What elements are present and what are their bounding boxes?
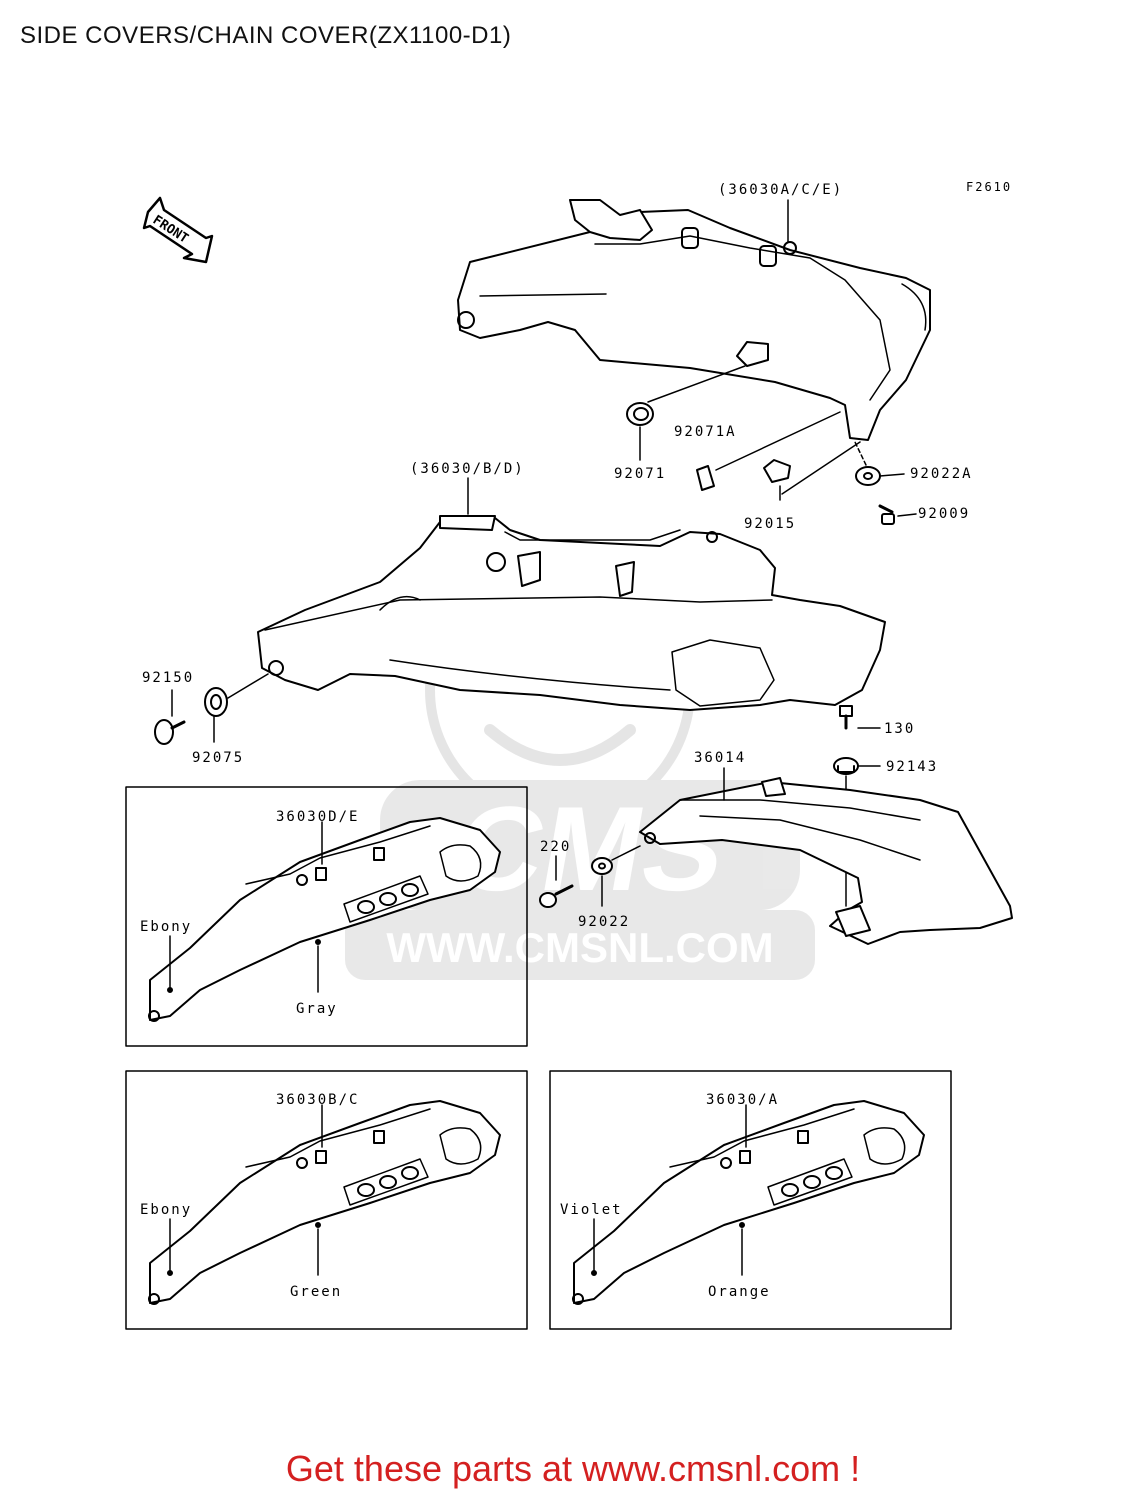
variant-stripe-color: Ebony xyxy=(140,1202,192,1218)
part-92022-washer xyxy=(591,845,641,907)
label-92015: 92015 xyxy=(744,516,796,532)
promo-footer: Get these parts at www.cmsnl.com ! xyxy=(0,1448,1146,1490)
label-92150: 92150 xyxy=(142,670,194,686)
variant-cover-drawing xyxy=(572,1100,925,1305)
label-92071: 92071 xyxy=(614,466,666,482)
page-title: SIDE COVERS/CHAIN COVER(ZX1100-D1) xyxy=(20,22,512,49)
figure-code: F2610 xyxy=(966,180,1012,194)
variant-panel-2: 36030B/C Ebony Green xyxy=(125,1070,528,1330)
watermark-url: WWW.CMSNL.COM xyxy=(386,924,773,971)
variant-panel-3: 36030/A Violet Orange xyxy=(549,1070,952,1330)
variant-stripe-color: Violet xyxy=(560,1202,623,1218)
label-92009: 92009 xyxy=(918,506,970,522)
label-36014: 36014 xyxy=(694,750,746,766)
part-92009-screw xyxy=(878,504,917,525)
variant-cover-drawing xyxy=(148,1100,501,1305)
label-upper-cover: (36030A/C/E) xyxy=(718,182,843,198)
part-92150-bolt xyxy=(154,689,186,745)
part-92071-grommet xyxy=(626,365,746,461)
variant-panel-1: 36030D/E Ebony Gray xyxy=(125,786,528,1047)
variant-body-color: Green xyxy=(290,1284,342,1300)
promo-link[interactable]: www.cmsnl.com xyxy=(582,1448,841,1489)
part-92015-nut xyxy=(763,441,861,501)
label-130: 130 xyxy=(884,721,915,737)
variant-body-color: Gray xyxy=(296,1001,338,1017)
part-labels: (36030A/C/E) 92071 92071A 92015 92022A 9… xyxy=(142,182,973,930)
lower-side-cover xyxy=(257,515,886,711)
upper-side-cover xyxy=(457,199,931,441)
variant-stripe-color: Ebony xyxy=(140,919,192,935)
label-220: 220 xyxy=(540,839,571,855)
variant-part-number: 36030/A xyxy=(706,1092,779,1108)
label-92071A: 92071A xyxy=(674,424,737,440)
label-92022: 92022 xyxy=(578,914,630,930)
label-lower-cover: (36030/B/D) xyxy=(410,461,525,477)
part-220-screw xyxy=(539,855,574,908)
chain-cover xyxy=(639,767,1013,945)
promo-suffix: ! xyxy=(840,1448,861,1489)
variant-part-number: 36030B/C xyxy=(276,1092,359,1108)
part-92071A-clip xyxy=(696,411,841,491)
promo-text: Get these parts at xyxy=(285,1448,583,1489)
variant-part-number: 36030D/E xyxy=(276,809,359,825)
variant-body-color: Orange xyxy=(708,1284,771,1300)
part-92075-grommet xyxy=(204,673,269,743)
part-92022A-washer xyxy=(853,439,905,486)
variant-cover-drawing xyxy=(148,817,501,1022)
label-92143: 92143 xyxy=(886,759,938,775)
label-92075: 92075 xyxy=(192,750,244,766)
part-130-bolt xyxy=(839,705,881,730)
front-arrow-icon: FRONT xyxy=(142,196,214,264)
label-92022A: 92022A xyxy=(910,466,973,482)
